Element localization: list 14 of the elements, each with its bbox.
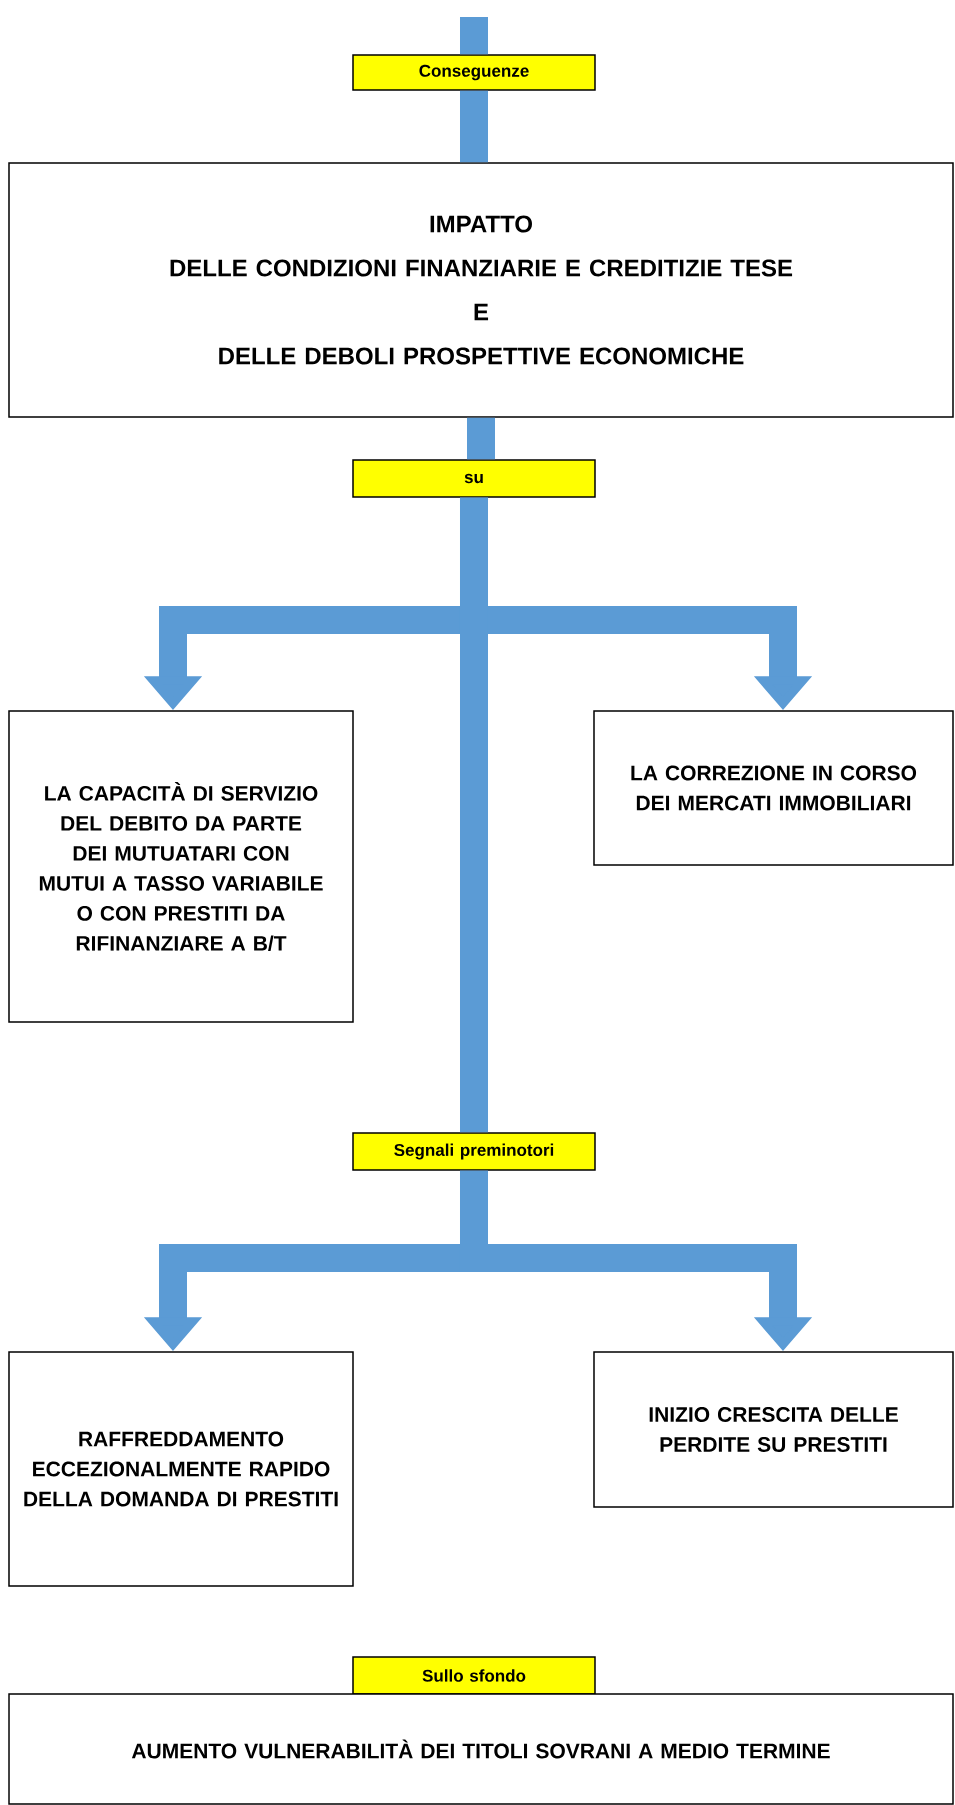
connector-bar <box>460 90 488 163</box>
label-box: Sullo sfondo <box>352 1656 596 1695</box>
text-box: LA CORREZIONE IN CORSO DEI MERCATI IMMOBILIARI <box>593 710 954 866</box>
text-box: INIZIO CRESCITA DELLE PERDITE SU PRESTITI <box>593 1351 954 1508</box>
label-box: Conseguenze <box>352 54 596 91</box>
text-box: LA CAPACITÀ DI SERVIZIO DEL DEBITO DA PARTE DEI MUTUATARI CON MUTUI A TASSO VARIABILE O CON PRESTITI DA RIFINANZIARE A B/T <box>8 710 354 1023</box>
connector-bar <box>460 497 488 1133</box>
label-box: Segnali preminotori <box>352 1132 596 1171</box>
text-box: AUMENTO VULNERABILITÀ DEI TITOLI SOVRANI A MEDIO TERMINE <box>8 1693 954 1805</box>
connector-bar <box>467 417 495 460</box>
text-box: IMPATTO DELLE CONDIZIONI FINANZIARIE E CREDITIZIE TESE E DELLE DEBOLI PROSPETTIVE ECONOMICHE <box>8 162 954 418</box>
connector-bar <box>460 17 488 55</box>
label-box: su <box>352 459 596 498</box>
text-box: RAFFREDDAMENTO ECCEZIONALMENTE RAPIDO DELLA DOMANDA DI PRESTITI <box>8 1351 354 1587</box>
